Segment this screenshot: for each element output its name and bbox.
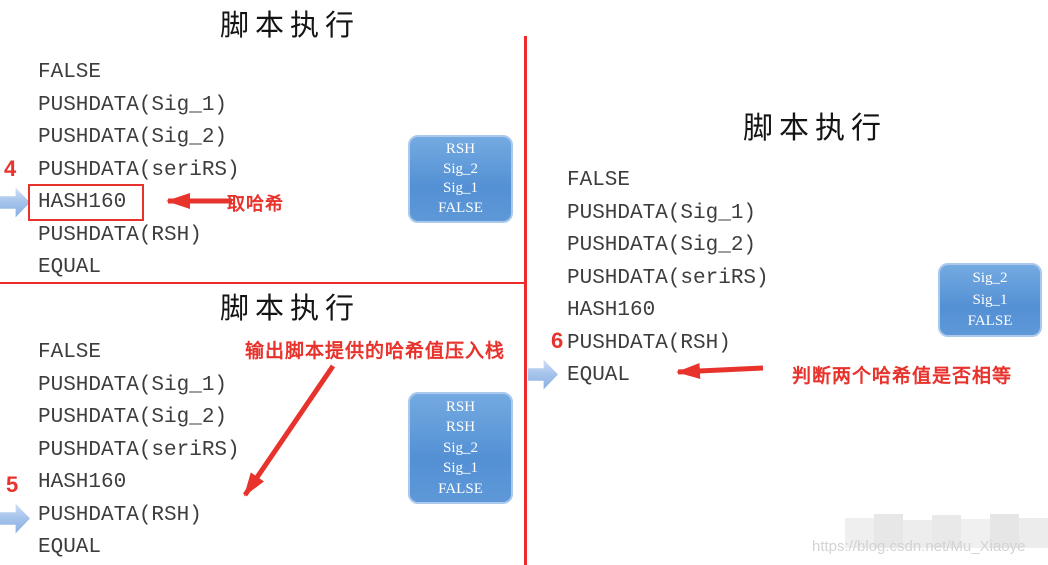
compare-hash-note: 判断两个哈希值是否相等 xyxy=(792,366,1013,387)
mosaic-block xyxy=(961,519,990,548)
script-line: PUSHDATA(Sig_1) xyxy=(38,373,228,397)
horizontal-divider xyxy=(0,282,527,284)
panel-step6-title: 脚本执行 xyxy=(743,112,887,145)
stack-item: RSH xyxy=(445,398,476,415)
script-line: EQUAL xyxy=(567,364,631,387)
mosaic-block xyxy=(932,515,961,548)
script-line: PUSHDATA(seriRS) xyxy=(38,158,240,182)
current-line-arrow-icon xyxy=(0,503,30,534)
vertical-divider xyxy=(524,36,527,565)
script-line: FALSE xyxy=(38,341,102,364)
script-line: EQUAL xyxy=(38,536,102,559)
script-line: PUSHDATA(Sig_2) xyxy=(38,406,228,429)
stack-item: FALSE xyxy=(438,480,483,497)
stack-item: RSH xyxy=(445,140,476,157)
mosaic-block xyxy=(874,514,903,548)
script-line: PUSHDATA(Sig_1) xyxy=(567,201,757,225)
stack-item: Sig_1 xyxy=(442,460,478,476)
step-number-4: 4 xyxy=(4,156,17,181)
mosaic-block xyxy=(1019,518,1048,548)
script-line: PUSHDATA(Sig_1) xyxy=(38,93,228,117)
push-hash-arrow-icon xyxy=(242,364,336,497)
script-line: HASH160 xyxy=(38,191,127,214)
script-line: PUSHDATA(Sig_2) xyxy=(567,234,757,257)
script-line: PUSHDATA(RSH) xyxy=(38,223,202,247)
step-number-5: 5 xyxy=(6,472,19,497)
script-line: FALSE xyxy=(38,61,102,84)
current-line-arrow-icon xyxy=(528,359,558,390)
script-line: HASH160 xyxy=(567,299,656,322)
panel-step5-script: FALSE PUSHDATA(Sig_1) PUSHDATA(Sig_2) PU… xyxy=(38,337,240,565)
mosaic-block xyxy=(990,514,1019,548)
stack-item: Sig_1 xyxy=(972,291,1008,308)
script-line: EQUAL xyxy=(38,256,102,279)
stack-step6: Sig_2 Sig_1 FALSE xyxy=(938,263,1042,337)
script-line: PUSHDATA(RSH) xyxy=(38,503,202,527)
push-hash-note: 输出脚本提供的哈希值压入栈 xyxy=(245,341,506,362)
panel-step5-title: 脚本执行 xyxy=(219,293,360,325)
hash160-highlight-box xyxy=(28,184,144,221)
stack-item: RSH xyxy=(445,419,476,435)
script-line: HASH160 xyxy=(38,471,127,494)
stack-item: Sig_1 xyxy=(442,180,478,197)
take-hash-note: 取哈希 xyxy=(227,194,284,214)
censor-mosaic xyxy=(845,514,1048,548)
stack-item: FALSE xyxy=(967,312,1013,329)
panel-step6-script: FALSE PUSHDATA(Sig_1) PUSHDATA(Sig_2) PU… xyxy=(567,165,769,393)
stack-item: Sig_2 xyxy=(972,270,1008,287)
step-number-6: 6 xyxy=(551,328,564,353)
stack-item: Sig_2 xyxy=(442,439,478,456)
stack-step4: RSH Sig_2 Sig_1 FALSE xyxy=(408,135,513,223)
panel-step4-script: FALSE PUSHDATA(Sig_1) PUSHDATA(Sig_2) PU… xyxy=(38,57,240,285)
mosaic-block xyxy=(845,518,874,548)
panel-step4-title: 脚本执行 xyxy=(219,10,360,42)
current-line-arrow-icon xyxy=(0,187,30,218)
stack-item: FALSE xyxy=(438,200,483,217)
stack-item: Sig_2 xyxy=(442,160,478,177)
stack-step5: RSH RSH Sig_2 Sig_1 FALSE xyxy=(408,392,513,504)
watermark-url: https://blog.csdn.net/Mu_Xiaoye xyxy=(812,538,1026,555)
script-line: FALSE xyxy=(567,169,631,192)
script-line: PUSHDATA(seriRS) xyxy=(38,438,240,462)
script-line: PUSHDATA(seriRS) xyxy=(567,266,769,290)
script-line: PUSHDATA(RSH) xyxy=(567,331,731,355)
mosaic-block xyxy=(903,520,932,548)
script-line: PUSHDATA(Sig_2) xyxy=(38,126,228,149)
